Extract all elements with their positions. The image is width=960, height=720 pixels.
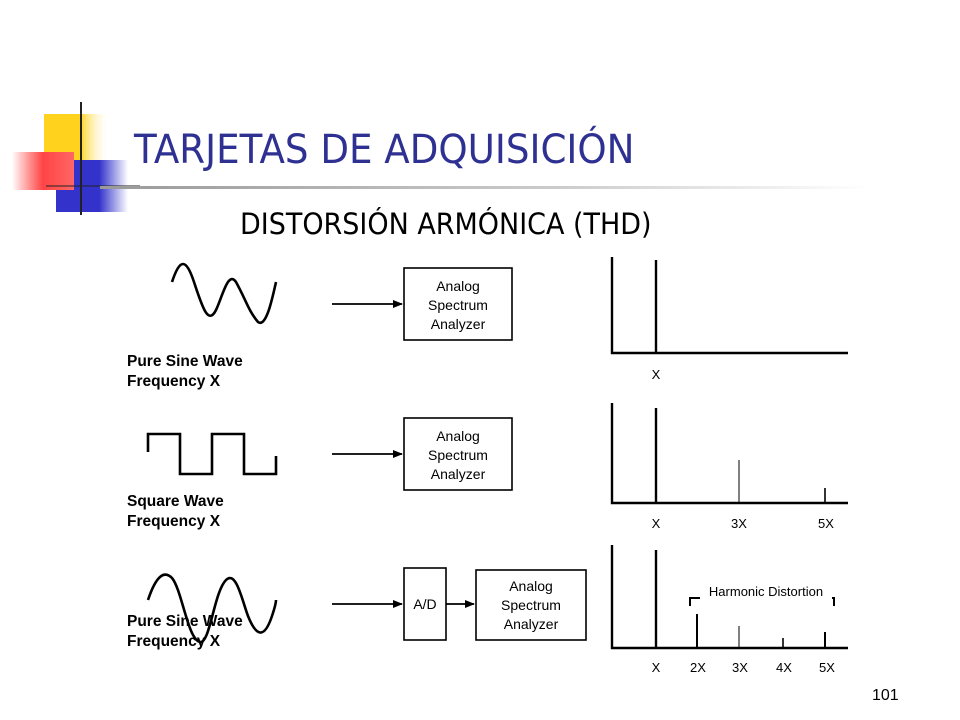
spectrum-axes xyxy=(610,257,848,355)
wave-label-line1: Square Wave xyxy=(127,493,224,510)
tick-label: X xyxy=(652,516,661,531)
wave-label-line2: Frequency X xyxy=(127,373,221,390)
slide-subtitle: DISTORSIÓN ARMÓNICA (THD) xyxy=(240,207,652,241)
tick-label: 5X xyxy=(818,516,834,531)
spectrum-axes xyxy=(610,403,848,505)
box-line1: Analog xyxy=(436,428,480,444)
tick-label: X xyxy=(652,367,661,382)
sine-wave-icon xyxy=(146,573,278,644)
box-line3: Analyzer xyxy=(504,616,559,632)
page-number: 101 xyxy=(872,687,899,704)
tick-label: 5X xyxy=(819,660,835,675)
wave-label-line1: Pure Sine Wave xyxy=(127,353,243,370)
bracket-label: Harmonic Distortion xyxy=(709,584,823,599)
box-line3: Analyzer xyxy=(431,316,486,332)
wave-label-line2: Frequency X xyxy=(127,633,221,650)
spectrum-analyzer-box xyxy=(475,569,587,641)
tick-label: 3X xyxy=(732,660,748,675)
spectrum-analyzer-box xyxy=(403,267,513,341)
tick-label: 3X xyxy=(731,516,747,531)
row-pure-sine: Pure Sine Wave Frequency X Analog Spectr… xyxy=(127,257,848,390)
title-underline xyxy=(100,186,870,189)
box-line1: Analog xyxy=(436,278,480,294)
wave-label-line2: Frequency X xyxy=(127,513,221,530)
box-line2: Spectrum xyxy=(428,297,488,313)
spectrum-axes xyxy=(610,545,848,650)
box-line2: Spectrum xyxy=(501,597,561,613)
row-square-wave: Square Wave Frequency X Analog Spectrum … xyxy=(127,403,848,531)
tick-label: 2X xyxy=(690,660,706,675)
spectrum-analyzer-box xyxy=(403,417,513,491)
slide-title: TARJETAS DE ADQUISICIÓN xyxy=(134,127,635,173)
tick-label: X xyxy=(652,660,661,675)
row-sine-with-ad: Pure Sine Wave Frequency X A/D Analog Sp… xyxy=(127,545,848,675)
tick-label: 4X xyxy=(776,660,792,675)
square-wave-icon xyxy=(146,432,278,476)
box-line1: Analog xyxy=(509,578,553,594)
box-line2: Spectrum xyxy=(428,447,488,463)
sine-wave-icon xyxy=(170,262,278,325)
wave-label-line1: Pure Sine Wave xyxy=(127,613,243,630)
red-square xyxy=(12,152,74,190)
ad-label: A/D xyxy=(413,596,436,612)
box-line3: Analyzer xyxy=(431,466,486,482)
